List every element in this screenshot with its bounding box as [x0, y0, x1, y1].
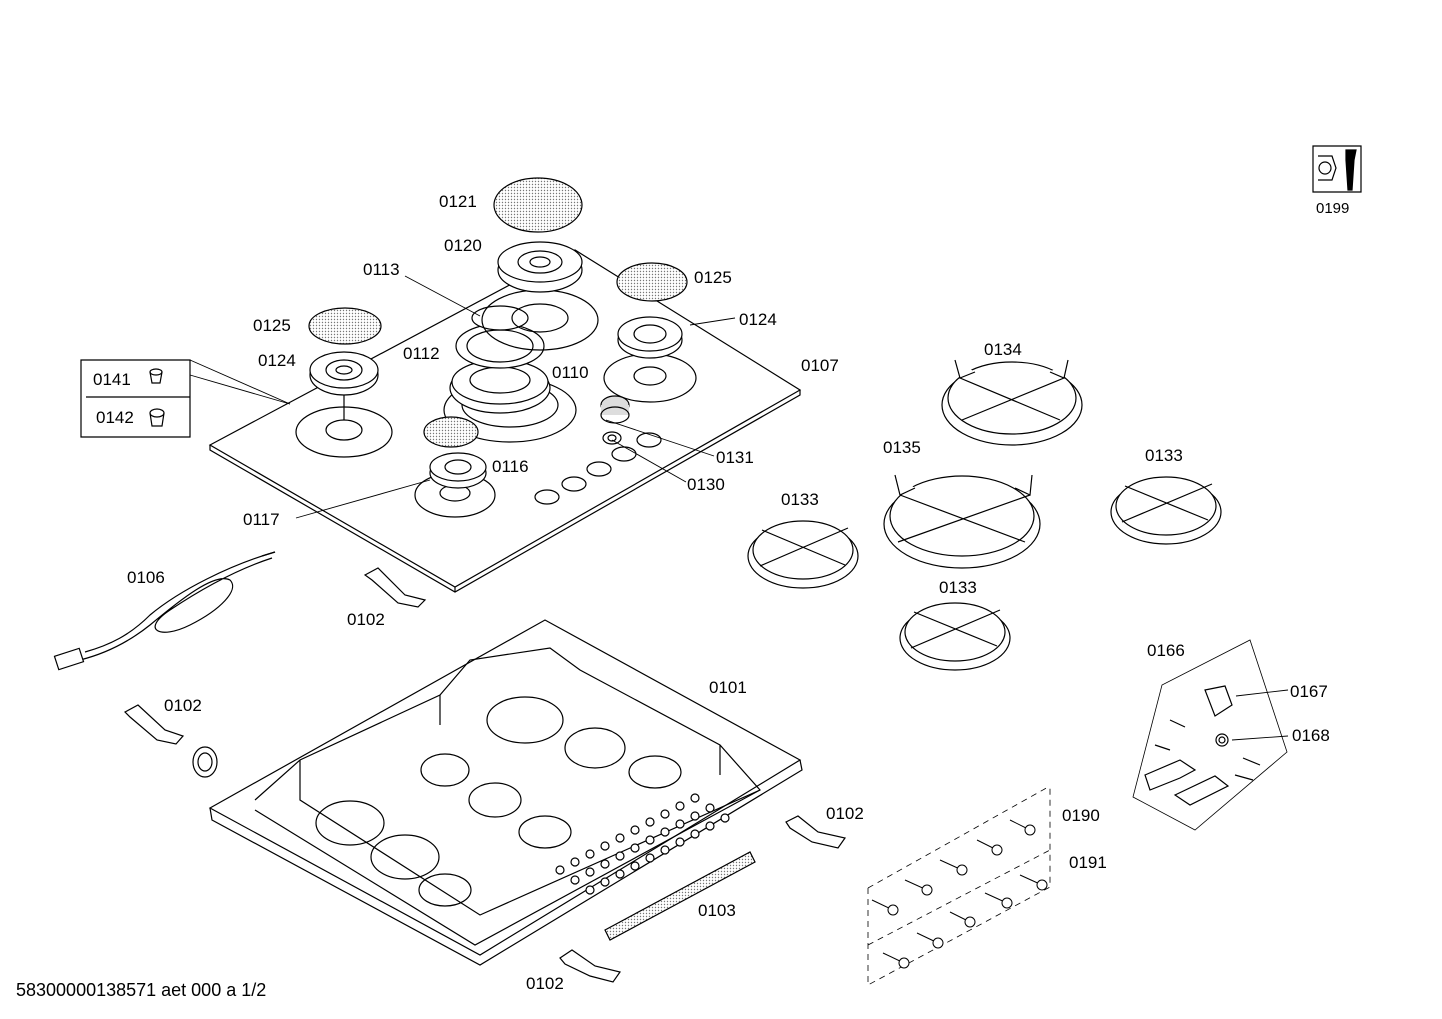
label-0120: 0120: [444, 236, 482, 255]
label-0125-right: 0125: [694, 268, 732, 287]
burner-left: [296, 308, 392, 457]
label-0124-left: 0124: [258, 351, 296, 370]
label-0117: 0117: [243, 510, 280, 529]
label-0113: 0113: [363, 260, 400, 279]
label-0125-left: 0125: [253, 316, 291, 335]
leader-lines: [190, 276, 1288, 740]
label-0110: 0110: [552, 363, 589, 382]
label-0166: 0166: [1147, 641, 1185, 660]
label-0141: 0141: [93, 370, 131, 389]
wrench-icon: [1313, 146, 1361, 192]
label-0199: 0199: [1316, 200, 1350, 217]
label-0142: 0142: [96, 408, 134, 427]
power-cable: [54, 552, 275, 670]
pan-support-0135: [884, 475, 1040, 568]
mounting-clips: [125, 568, 845, 982]
small-parts-box: [81, 360, 190, 437]
gas-inlet-kit: [1133, 640, 1287, 830]
label-0133-bottom: 0133: [939, 578, 977, 597]
label-0116: 0116: [492, 457, 529, 476]
label-0167: 0167: [1290, 682, 1328, 701]
pan-support-0134: [942, 360, 1082, 445]
knob-parts: [601, 396, 629, 444]
document-footer: 58300000138571 aet 000 a 1/2: [16, 980, 267, 1000]
label-0102-b: 0102: [164, 696, 202, 715]
label-0133-right: 0133: [1145, 446, 1183, 465]
label-0121: 0121: [439, 192, 477, 211]
seal-strip: [605, 852, 755, 940]
label-0131: 0131: [716, 448, 754, 467]
label-0130: 0130: [687, 475, 725, 494]
label-0106: 0106: [127, 568, 165, 587]
label-0191: 0191: [1069, 853, 1107, 872]
label-0102-a: 0102: [347, 610, 385, 629]
label-0101: 0101: [709, 678, 747, 697]
label-0102-c: 0102: [826, 804, 864, 823]
burner-small-front: [415, 417, 495, 517]
label-0124-right: 0124: [739, 310, 777, 329]
label-0102-d: 0102: [526, 974, 564, 993]
label-0168: 0168: [1292, 726, 1330, 745]
burner-rear: [482, 178, 598, 350]
label-0190: 0190: [1062, 806, 1100, 825]
label-0112: 0112: [403, 344, 440, 363]
pan-support-0133-left: [748, 521, 858, 588]
hob-top-plate: [210, 250, 800, 592]
label-0133-left: 0133: [781, 490, 819, 509]
screw-sets: [868, 786, 1050, 985]
hob-bottom-tray: [193, 620, 802, 965]
pan-support-0133-bottom: [900, 603, 1010, 670]
label-0107: 0107: [801, 356, 839, 375]
pan-support-0133-right: [1111, 477, 1221, 544]
pan-supports: [748, 360, 1221, 670]
label-0134: 0134: [984, 340, 1022, 359]
label-0135: 0135: [883, 438, 921, 457]
burner-right: [604, 263, 696, 402]
label-0103: 0103: [698, 901, 736, 920]
